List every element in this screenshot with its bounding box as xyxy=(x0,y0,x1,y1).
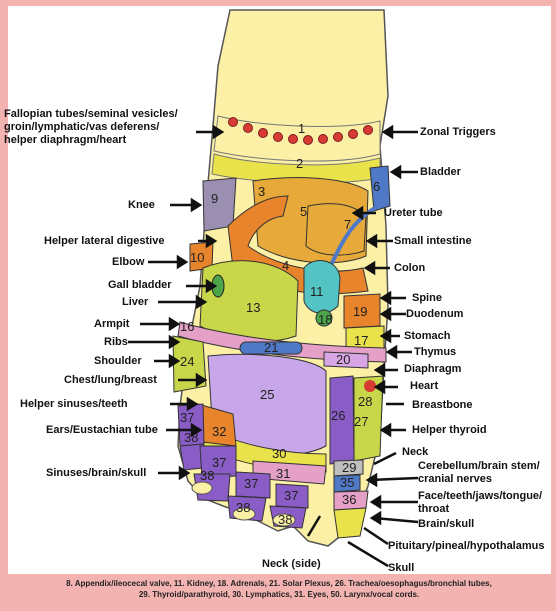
zone-number-38c: 38 xyxy=(236,500,250,515)
zone-number-6: 6 xyxy=(373,179,380,194)
label-skull: Skull xyxy=(388,562,414,575)
label-chest: Chest/lung/breast xyxy=(64,374,157,387)
zone-number-38d: 38 xyxy=(278,512,292,527)
label-sinuses: Sinuses/brain/skull xyxy=(46,467,146,480)
label-elbow: Elbow xyxy=(112,256,144,269)
footnote: 8. Appendix/ileocecal valve, 11. Kidney,… xyxy=(10,578,548,600)
zone-number-11: 11 xyxy=(310,284,324,299)
zone-number-18: 18 xyxy=(318,312,332,327)
zone-number-3: 3 xyxy=(258,184,265,199)
label-zonal-triggers: Zonal Triggers xyxy=(420,126,496,139)
zone-number-30: 30 xyxy=(272,446,286,461)
label-duodenum: Duodenum xyxy=(406,308,463,321)
zone-number-32: 32 xyxy=(212,424,226,439)
label-ribs: Ribs xyxy=(104,336,128,349)
zone-number-24: 24 xyxy=(180,354,194,369)
label-ears: Ears/Eustachian tube xyxy=(46,424,158,437)
zone-number-37: 37 xyxy=(180,410,194,425)
heart-mark xyxy=(364,380,376,392)
zone-number-36: 36 xyxy=(342,492,356,507)
label-heart: Heart xyxy=(410,380,438,393)
zone-number-25: 25 xyxy=(260,387,274,402)
label-small-intestine: Small intestine xyxy=(394,235,472,248)
label-breastbone: Breastbone xyxy=(412,399,473,412)
zone-number-37c: 37 xyxy=(244,476,258,491)
zone-number-20: 20 xyxy=(336,352,350,367)
label-knee: Knee xyxy=(128,199,155,212)
zone-number-28: 28 xyxy=(358,394,372,409)
label-pituitary: Pituitary/pineal/hypothalamus xyxy=(388,540,544,553)
zone-number-4: 4 xyxy=(282,258,289,273)
label-fallopian: Fallopian tubes/seminal vesicles/ groin/… xyxy=(4,108,178,147)
zone-number-38b: 38 xyxy=(200,468,214,483)
label-armpit: Armpit xyxy=(94,318,129,331)
label-colon: Colon xyxy=(394,262,425,275)
label-bladder: Bladder xyxy=(420,166,461,179)
label-diaphragm: Diaphragm xyxy=(404,363,461,376)
zone-number-7: 7 xyxy=(344,217,351,232)
zone-number-17: 17 xyxy=(354,333,368,348)
label-spine: Spine xyxy=(412,292,442,305)
label-stomach: Stomach xyxy=(404,330,450,343)
foot-reflexology-diagram: 1 2 3 4 5 6 7 9 10 11 13 16 17 18 19 20 … xyxy=(8,6,551,574)
zone-number-13: 13 xyxy=(246,300,260,315)
zone-number-21: 21 xyxy=(264,340,278,355)
zone-number-29: 29 xyxy=(342,460,356,475)
label-helper-sinuses: Helper sinuses/teeth xyxy=(20,398,128,411)
label-liver: Liver xyxy=(122,296,148,309)
zone-number-31: 31 xyxy=(276,466,290,481)
label-ureter: Ureter tube xyxy=(384,207,443,220)
zone-number-37d: 37 xyxy=(284,488,298,503)
label-helper-lateral: Helper lateral digestive xyxy=(44,235,164,248)
zone-number-1: 1 xyxy=(298,121,305,136)
zone-number-2: 2 xyxy=(296,156,303,171)
label-brain-skull: Brain/skull xyxy=(418,518,474,531)
zone-number-16: 16 xyxy=(180,319,194,334)
label-thymus: Thymus xyxy=(414,346,456,359)
label-cerebellum: Cerebellum/brain stem/ cranial nerves xyxy=(418,460,540,486)
label-helper-thyroid: Helper thyroid xyxy=(412,424,487,437)
label-shoulder: Shoulder xyxy=(94,355,142,368)
zone-number-35: 35 xyxy=(340,475,354,490)
zone-number-5: 5 xyxy=(300,204,307,219)
big-toe-tip xyxy=(334,508,366,538)
zone-number-26: 26 xyxy=(331,408,345,423)
zone-number-27: 27 xyxy=(354,414,368,429)
zone-number-9: 9 xyxy=(211,191,218,206)
label-gall-bladder: Gall bladder xyxy=(108,279,172,292)
label-face: Face/teeth/jaws/tongue/ throat xyxy=(418,490,542,516)
label-neck: Neck xyxy=(402,446,428,459)
zone-number-19: 19 xyxy=(353,304,367,319)
zone-number-10: 10 xyxy=(190,250,204,265)
label-neck-side: Neck (side) xyxy=(262,558,321,571)
